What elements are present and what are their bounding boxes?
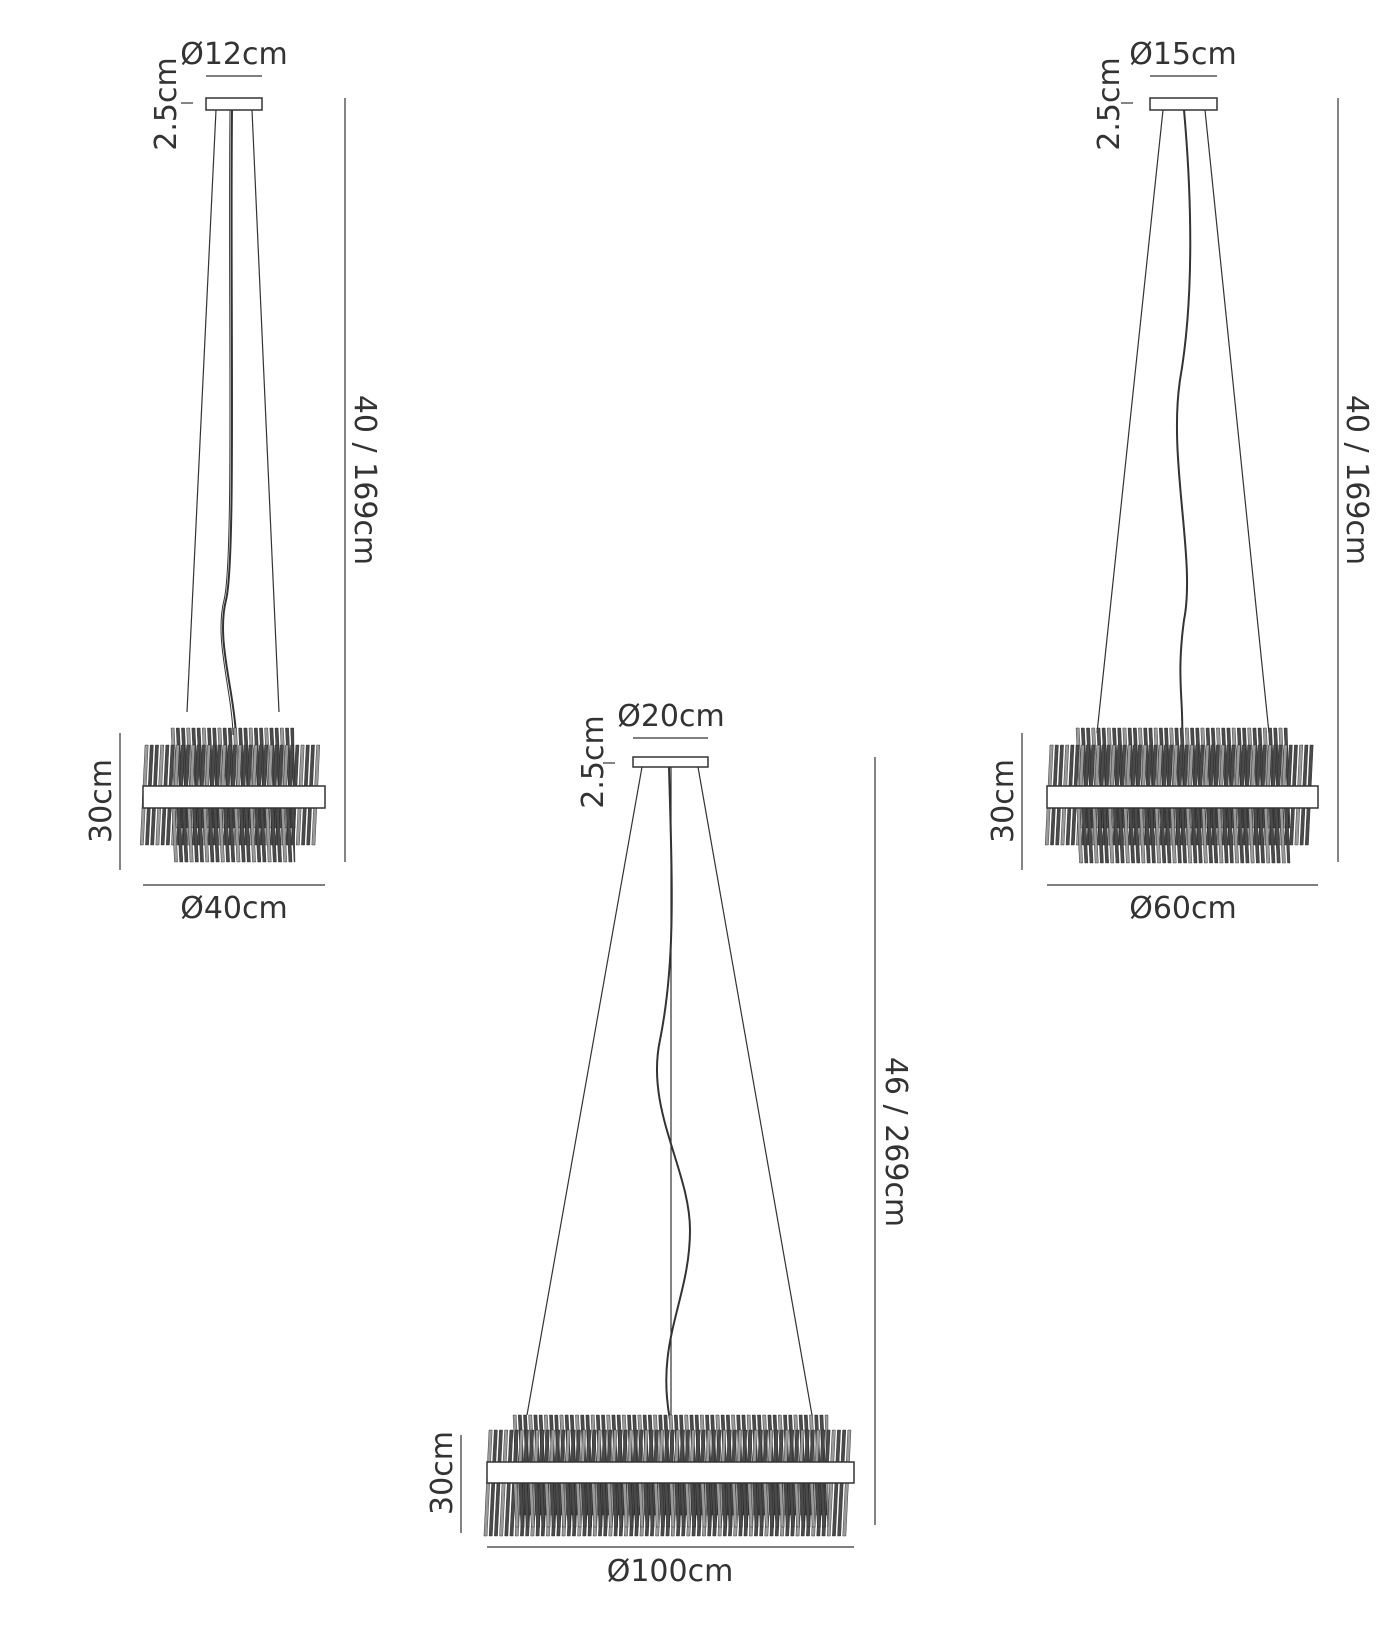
dimension-lines bbox=[119, 75, 346, 886]
shade-band bbox=[1046, 785, 1319, 809]
fixture-medium: Ø15cm 2.5cm 40 / 169cm 30cm Ø60cm bbox=[986, 37, 1374, 926]
suspension-wires bbox=[526, 766, 813, 1421]
drop-height-label: 40 / 169cm bbox=[1339, 395, 1374, 565]
crystal-fins bbox=[512, 1469, 829, 1528]
dimension-lines bbox=[460, 737, 876, 1548]
shade-diameter-label: Ø40cm bbox=[180, 891, 288, 926]
shade-diameter-label: Ø100cm bbox=[607, 1554, 734, 1589]
crystal-shade bbox=[139, 727, 326, 863]
suspension-wires bbox=[1096, 109, 1270, 741]
canopy-diameter-label: Ø20cm bbox=[617, 699, 725, 734]
dimension-lines bbox=[1021, 75, 1339, 886]
drop-height-label: 46 / 269cm bbox=[878, 1057, 913, 1227]
fixture-large: Ø20cm 2.5cm 46 / 269cm 30cm Ø100cm bbox=[425, 699, 913, 1589]
shade-height-label: 30cm bbox=[425, 1431, 460, 1515]
fixture-small: Ø12cm 2.5cm 40 / 169cm 30cm Ø40cm bbox=[84, 37, 382, 926]
crystal-shade bbox=[483, 1414, 855, 1537]
crystal-shade bbox=[1044, 727, 1319, 864]
shade-band bbox=[486, 1461, 855, 1484]
canopy-diameter-label: Ø15cm bbox=[1129, 37, 1237, 72]
canopy-diameter-label: Ø12cm bbox=[180, 37, 288, 72]
shade-diameter-label: Ø60cm bbox=[1129, 891, 1237, 926]
canopy-height-label: 2.5cm bbox=[149, 57, 184, 150]
canopy-height-label: 2.5cm bbox=[576, 715, 611, 808]
drop-height-label: 40 / 169cm bbox=[347, 395, 382, 565]
suspension-wires bbox=[186, 109, 280, 736]
shade-height-label: 30cm bbox=[84, 759, 119, 843]
canopy bbox=[205, 97, 263, 111]
shade-height-label: 30cm bbox=[986, 759, 1021, 843]
canopy bbox=[1149, 97, 1218, 111]
canopy bbox=[632, 756, 709, 768]
shade-band bbox=[142, 785, 326, 809]
canopy-height-label: 2.5cm bbox=[1092, 57, 1127, 150]
